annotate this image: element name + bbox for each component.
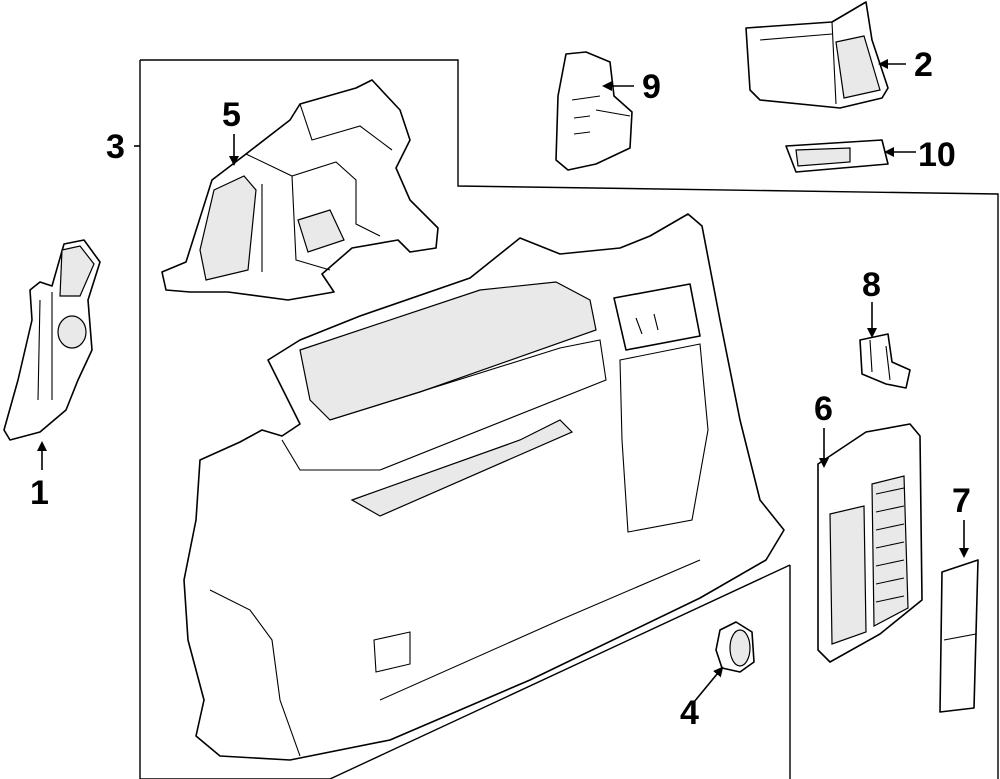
callout-4: 4 — [680, 694, 699, 732]
part-9-bracket — [555, 51, 633, 171]
part-5-storage-frame — [161, 79, 439, 301]
callout-3: 3 — [106, 128, 125, 166]
part-10-tray — [785, 139, 889, 173]
callout-10: 10 — [918, 136, 956, 174]
assembly-frame — [139, 59, 999, 779]
part-2-upper-trim — [745, 1, 889, 109]
callout-1: 1 — [30, 474, 49, 512]
part-8-clip — [859, 333, 911, 389]
callout-8: 8 — [862, 266, 881, 304]
leader-4 — [693, 666, 724, 703]
part-6-vent-panel — [817, 423, 923, 663]
callout-7: 7 — [952, 482, 971, 520]
leader-lines — [37, 59, 969, 703]
part-7-filler-strip — [939, 559, 979, 713]
part-3-quarter-trim-panel — [183, 213, 785, 761]
callout-2: 2 — [914, 46, 933, 84]
part-1-pillar-trim — [3, 239, 101, 441]
part-4-fastener — [715, 621, 755, 673]
callout-9: 9 — [642, 68, 661, 106]
callout-labels: 1 2 3 4 5 6 7 8 9 10 — [30, 46, 971, 732]
callout-5: 5 — [222, 96, 241, 134]
callout-6: 6 — [814, 390, 833, 428]
